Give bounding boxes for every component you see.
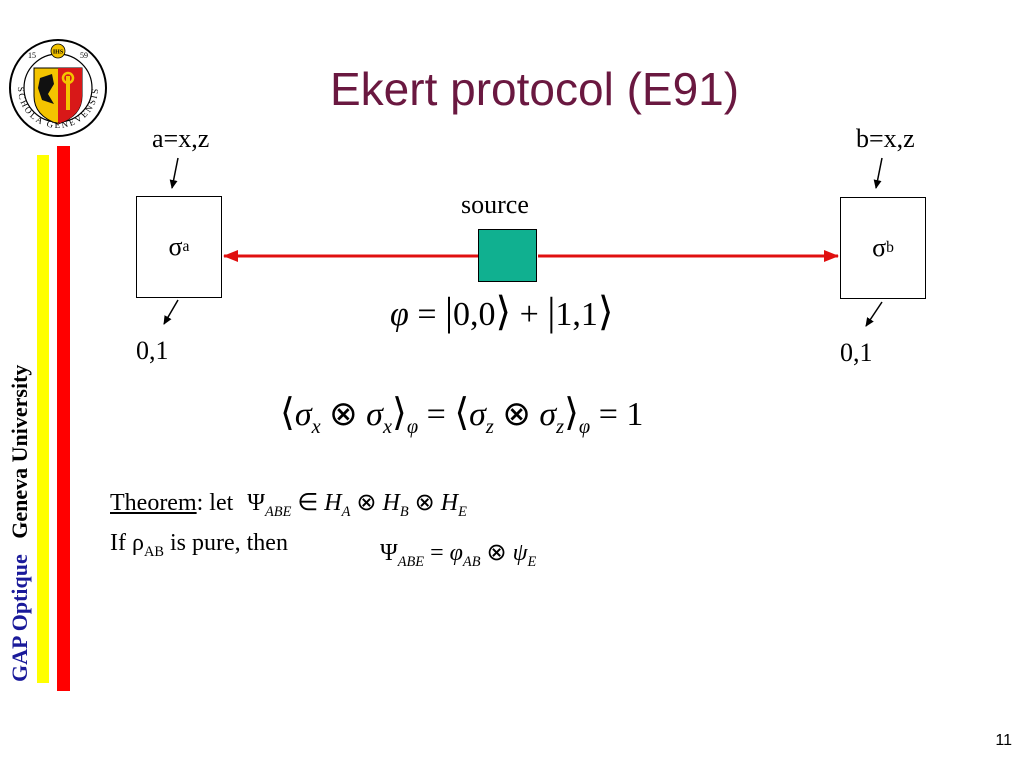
angle-open: ⟨ bbox=[280, 392, 295, 434]
angle-close: ⟩ bbox=[392, 392, 407, 434]
theorem-formula-2: ΨABE = φAB ⊗ ψE bbox=[380, 538, 536, 571]
corr-phi: φ bbox=[406, 415, 419, 438]
theorem-in: ∈ bbox=[297, 490, 319, 516]
theorem-formula-1: ΨABE ∈ HA ⊗ HB ⊗ HE bbox=[247, 490, 467, 520]
bob-setting-arrow bbox=[873, 157, 883, 189]
theorem-psi: Ψ bbox=[247, 490, 265, 516]
corr-x: x bbox=[311, 415, 321, 438]
corr-x: x bbox=[382, 415, 393, 438]
corr-equals: = bbox=[598, 396, 618, 433]
alice-outcome-arrow bbox=[163, 299, 179, 325]
bob-operator-sub: b bbox=[886, 239, 894, 256]
state-ket2: 1,1 bbox=[555, 296, 598, 333]
ket-bar: | bbox=[547, 289, 556, 334]
theorem-H: H bbox=[440, 490, 459, 516]
correlation-equation: ⟨σx ⊗ σx⟩φ = ⟨σz ⊗ σz⟩φ = 1 bbox=[280, 390, 643, 439]
theorem-psi-lower: ψ bbox=[512, 540, 528, 566]
corr-result: 1 bbox=[626, 396, 644, 433]
bob-outcomes-label: 0,1 bbox=[840, 338, 873, 367]
source-square bbox=[478, 229, 537, 282]
red-bar bbox=[57, 146, 70, 691]
alice-operator: σ bbox=[168, 232, 183, 261]
corr-z: z bbox=[556, 415, 565, 438]
theorem-H: H bbox=[382, 490, 400, 516]
ket-bar: | bbox=[445, 289, 454, 334]
alice-setting-arrow bbox=[169, 157, 179, 189]
corr-equals: = bbox=[426, 396, 446, 433]
theorem-otimes: ⊗ bbox=[486, 540, 507, 566]
theorem-if: If ρ bbox=[110, 530, 144, 556]
theorem-phi: φ bbox=[449, 540, 463, 566]
alice-outcomes-label: 0,1 bbox=[136, 336, 169, 365]
state-equals: = bbox=[417, 296, 437, 333]
seal-year-left: 15 bbox=[28, 51, 36, 60]
alice-operator-sub: a bbox=[182, 238, 190, 255]
corr-sigma: σ bbox=[294, 396, 312, 433]
state-phi: φ bbox=[390, 296, 409, 333]
bob-outcome-arrow bbox=[865, 301, 883, 327]
angle-open: ⟨ bbox=[454, 392, 470, 434]
theorem-otimes: ⊗ bbox=[414, 490, 435, 516]
theorem-line-1: Theorem: let ΨABE ∈ HA ⊗ HB ⊗ HE bbox=[110, 488, 467, 521]
theorem-equals: = bbox=[430, 540, 444, 566]
alice-settings-label: a=x,z bbox=[152, 124, 210, 153]
theorem-line-2: If ρAB is pure, then bbox=[110, 530, 288, 561]
ket-close: ⟩ bbox=[597, 289, 614, 334]
theorem-psi: Ψ bbox=[380, 540, 398, 566]
theorem-A: A bbox=[341, 503, 351, 520]
corr-phi: φ bbox=[578, 415, 591, 438]
corr-sigma: σ bbox=[469, 396, 486, 433]
source-label: source bbox=[461, 190, 529, 219]
seal-badge: IHS bbox=[53, 50, 64, 56]
theorem-E: E bbox=[458, 503, 467, 520]
seal-year-right: 59 bbox=[80, 51, 88, 60]
theorem-B: B bbox=[399, 503, 409, 520]
theorem-heading: Theorem bbox=[110, 490, 197, 516]
page-number: 11 bbox=[995, 732, 1012, 749]
geneva-seal-logo: IHS 15 59 SCHOLA GENEVENSIS bbox=[9, 39, 107, 137]
corr-z: z bbox=[485, 415, 494, 438]
theorem-ab: AB bbox=[462, 553, 481, 570]
theorem-otimes: ⊗ bbox=[356, 490, 377, 516]
theorem-E: E bbox=[527, 553, 537, 570]
corr-otimes: ⊗ bbox=[329, 396, 358, 433]
bob-settings-label: b=x,z bbox=[856, 124, 915, 153]
theorem-H: H bbox=[324, 490, 342, 516]
ket-close: ⟩ bbox=[495, 289, 512, 334]
bob-operator: σ bbox=[872, 233, 887, 262]
theorem-let: : let bbox=[196, 490, 234, 516]
state-plus: + bbox=[519, 296, 539, 333]
corr-sigma: σ bbox=[539, 396, 557, 433]
angle-close: ⟩ bbox=[564, 392, 579, 434]
yellow-bar bbox=[37, 155, 49, 683]
state-equation: φ = |0,0⟩ + |1,1⟩ bbox=[390, 288, 613, 335]
corr-otimes: ⊗ bbox=[502, 396, 531, 433]
slide-title: Ekert protocol (E91) bbox=[330, 63, 740, 115]
corr-sigma: σ bbox=[366, 396, 383, 433]
theorem-abe: ABE bbox=[397, 553, 425, 570]
state-ket1: 0,0 bbox=[453, 296, 496, 333]
theorem-rho-sub: AB bbox=[143, 543, 164, 560]
theorem-abe: ABE bbox=[265, 503, 292, 520]
theorem-pure: is pure, then bbox=[163, 530, 288, 556]
